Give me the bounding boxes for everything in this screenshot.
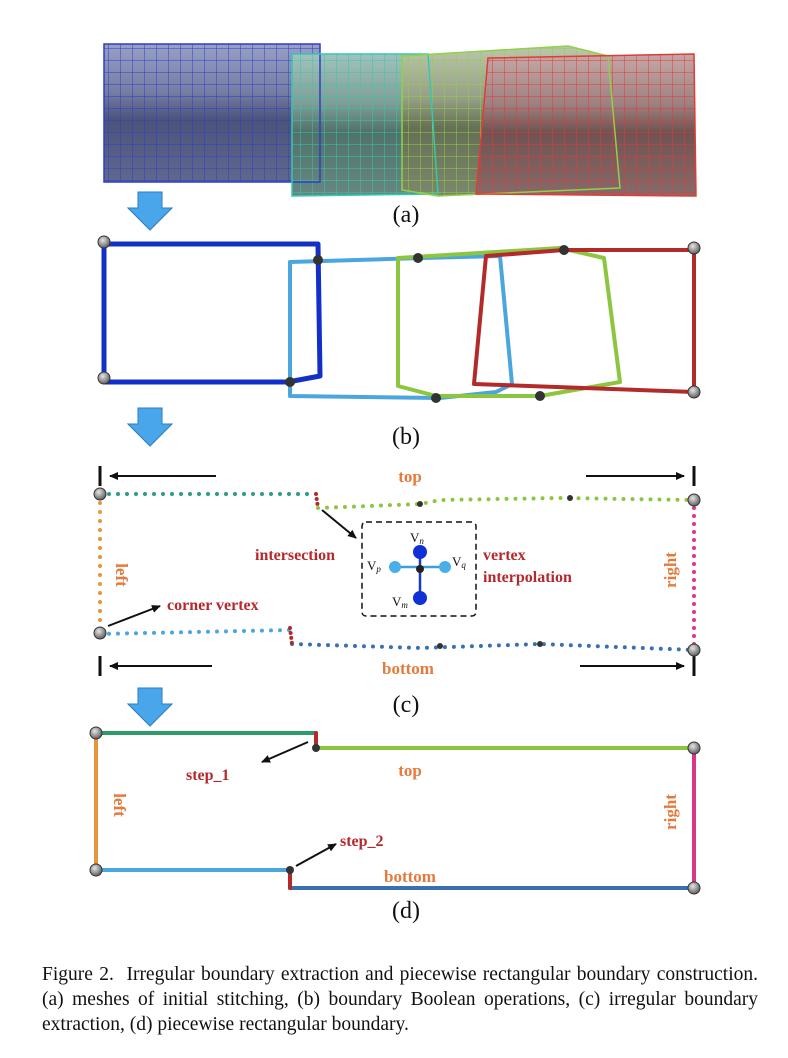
panel-c-left-label: left	[112, 563, 131, 587]
panel-c-top-label: top	[398, 467, 422, 486]
intersection-pointer-arrow	[321, 509, 357, 539]
panel-c-bottom-label: bottom	[382, 659, 434, 678]
svg-text:Vm: Vm	[392, 594, 408, 610]
panel-d-vertices	[89, 726, 701, 895]
step2-pointer-arrow	[295, 843, 337, 867]
panel-b-boundaries	[101, 241, 696, 400]
vertex-interpolation-label-line2: interpolation	[483, 569, 572, 586]
panel-d-right-label: right	[661, 794, 680, 830]
figure-number: Figure 2.	[42, 964, 114, 985]
panel-b-label: (b)	[392, 424, 420, 450]
panel-b-vertices	[97, 235, 701, 403]
caption-text: Irregular boundary extraction and piecew…	[42, 964, 758, 1035]
intersection-label: intersection	[255, 547, 335, 564]
panel-c-label: (c)	[393, 692, 420, 718]
corner-vertex-label: corner vertex	[167, 597, 259, 614]
panel-d-label: (d)	[392, 898, 420, 924]
panel-a-mesh-image	[103, 43, 697, 197]
step2-label: step_2	[340, 833, 384, 850]
figure-caption: Figure 2. Irregular boundary extraction …	[42, 962, 758, 1037]
down-arrow-icon	[126, 687, 174, 727]
corner-vertex-pointer-arrow	[107, 605, 161, 627]
svg-text:Vn: Vn	[410, 530, 424, 546]
panel-c-right-label: right	[661, 552, 680, 588]
panel-c-extent-arrows	[98, 466, 696, 676]
panel-c-dotted-boundary	[98, 492, 696, 652]
step1-label: step_1	[186, 767, 230, 784]
panel-a-label: (a)	[393, 202, 420, 228]
svg-text:Vp: Vp	[367, 558, 381, 574]
down-arrow-icon	[126, 191, 174, 231]
figure-illustration: (a) (b) top bottom left right	[89, 43, 701, 924]
svg-text:Vq: Vq	[452, 554, 466, 570]
vertex-interpolation-inset: Vn Vp Vq Vm	[361, 521, 477, 617]
panel-c-vertices	[93, 487, 701, 657]
panel-d-rectangular-boundary	[94, 731, 696, 890]
panel-d-top-label: top	[398, 761, 422, 780]
step1-pointer-arrow	[261, 741, 309, 763]
panel-d-bottom-label: bottom	[384, 867, 436, 886]
down-arrow-icon	[126, 407, 174, 447]
vertex-interpolation-label-line1: vertex	[483, 547, 526, 564]
panel-d-left-label: left	[110, 793, 129, 817]
